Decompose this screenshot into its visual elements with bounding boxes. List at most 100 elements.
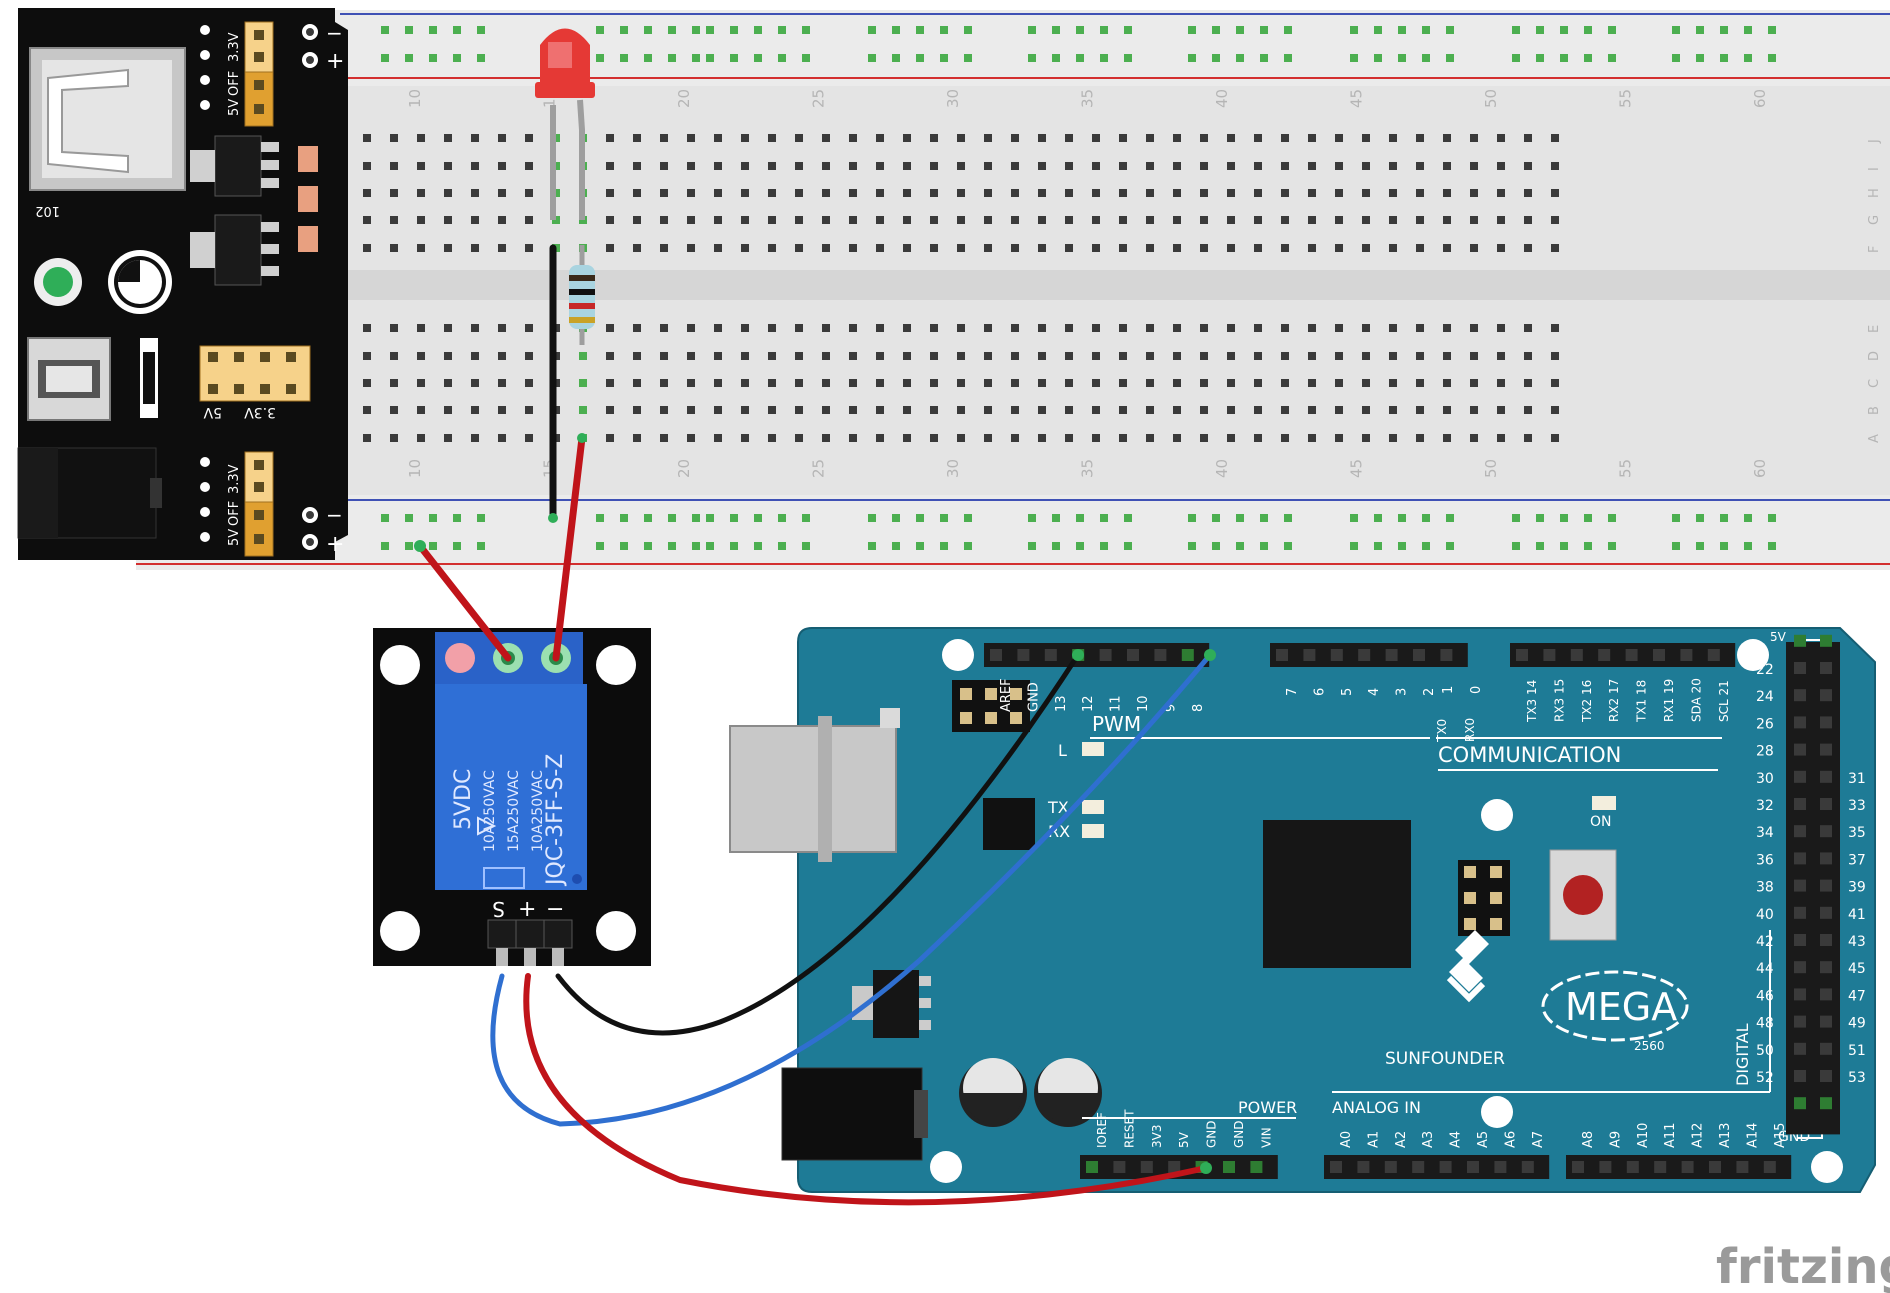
header-pin[interactable] — [1494, 1161, 1507, 1173]
breadboard-hole[interactable] — [930, 134, 938, 142]
rail-hole[interactable] — [1560, 542, 1568, 550]
rail-hole[interactable] — [1744, 54, 1752, 62]
breadboard-hole[interactable] — [1173, 162, 1181, 170]
breadboard-hole[interactable] — [1200, 244, 1208, 252]
breadboard-hole[interactable] — [606, 162, 614, 170]
breadboard-hole[interactable] — [1065, 406, 1073, 414]
breadboard-hole[interactable] — [1308, 379, 1316, 387]
breadboard-hole[interactable] — [1011, 189, 1019, 197]
breadboard-hole[interactable] — [1119, 244, 1127, 252]
breadboard-hole[interactable] — [1335, 189, 1343, 197]
breadboard-hole[interactable] — [1362, 379, 1370, 387]
breadboard-hole[interactable] — [1416, 244, 1424, 252]
rail-hole[interactable] — [1236, 542, 1244, 550]
breadboard-hole[interactable] — [1065, 134, 1073, 142]
rail-hole[interactable] — [668, 542, 676, 550]
rail-hole[interactable] — [1124, 26, 1132, 34]
header-pin[interactable] — [1154, 649, 1167, 661]
header-pin[interactable] — [1017, 649, 1030, 661]
rail-hole[interactable] — [692, 26, 700, 34]
breadboard-hole[interactable] — [1497, 324, 1505, 332]
breadboard-hole[interactable] — [1227, 134, 1235, 142]
breadboard-hole[interactable] — [957, 379, 965, 387]
rail-hole[interactable] — [1584, 542, 1592, 550]
breadboard-hole[interactable] — [1389, 244, 1397, 252]
breadboard-hole[interactable] — [1146, 352, 1154, 360]
breadboard-hole[interactable] — [1416, 189, 1424, 197]
rail-hole[interactable] — [1188, 542, 1196, 550]
breadboard-hole[interactable] — [930, 352, 938, 360]
rail-hole[interactable] — [429, 542, 437, 550]
breadboard-hole[interactable] — [390, 216, 398, 224]
breadboard-hole[interactable] — [741, 434, 749, 442]
breadboard-hole[interactable] — [1281, 324, 1289, 332]
breadboard-hole[interactable] — [471, 379, 479, 387]
breadboard-hole[interactable] — [660, 406, 668, 414]
header-pin[interactable] — [1681, 1161, 1694, 1173]
breadboard-hole[interactable] — [1551, 406, 1559, 414]
breadboard-hole[interactable] — [1227, 352, 1235, 360]
breadboard-hole[interactable] — [525, 324, 533, 332]
breadboard-hole[interactable] — [444, 324, 452, 332]
rail-hole[interactable] — [453, 26, 461, 34]
rail-hole[interactable] — [1284, 26, 1292, 34]
rail-hole[interactable] — [1608, 54, 1616, 62]
rail-hole[interactable] — [1028, 26, 1036, 34]
rail-hole[interactable] — [1512, 54, 1520, 62]
breadboard-hole[interactable] — [1011, 379, 1019, 387]
header-pin[interactable] — [1820, 634, 1832, 647]
rail-hole[interactable] — [1584, 514, 1592, 522]
breadboard-hole[interactable] — [444, 189, 452, 197]
breadboard-hole[interactable] — [1308, 434, 1316, 442]
breadboard-hole[interactable] — [1470, 352, 1478, 360]
breadboard-hole[interactable] — [1551, 244, 1559, 252]
header-pin[interactable] — [1330, 1161, 1342, 1173]
rail-hole[interactable] — [1768, 542, 1776, 550]
breadboard-hole[interactable] — [417, 352, 425, 360]
breadboard-hole[interactable] — [903, 216, 911, 224]
breadboard-hole[interactable] — [1254, 134, 1262, 142]
breadboard-hole[interactable] — [471, 406, 479, 414]
rail-hole[interactable] — [620, 514, 628, 522]
breadboard-hole[interactable] — [714, 189, 722, 197]
breadboard-hole[interactable] — [957, 324, 965, 332]
header-pin[interactable] — [1707, 649, 1720, 661]
breadboard-hole[interactable] — [1335, 406, 1343, 414]
breadboard-hole[interactable] — [714, 216, 722, 224]
breadboard-hole[interactable] — [660, 379, 668, 387]
breadboard-hole[interactable] — [1011, 406, 1019, 414]
breadboard-hole[interactable] — [471, 189, 479, 197]
breadboard-hole[interactable] — [714, 134, 722, 142]
breadboard-hole[interactable] — [1065, 434, 1073, 442]
breadboard-hole[interactable] — [795, 434, 803, 442]
breadboard-hole[interactable] — [903, 379, 911, 387]
breadboard-hole[interactable] — [849, 244, 857, 252]
breadboard-hole[interactable] — [498, 379, 506, 387]
breadboard-hole[interactable] — [795, 216, 803, 224]
breadboard-hole[interactable] — [930, 216, 938, 224]
breadboard-hole[interactable] — [1092, 434, 1100, 442]
header-pin[interactable] — [1820, 716, 1832, 729]
breadboard-hole[interactable] — [822, 434, 830, 442]
rail-hole[interactable] — [1608, 514, 1616, 522]
breadboard-hole[interactable] — [741, 134, 749, 142]
rail-hole[interactable] — [381, 26, 389, 34]
header-pin[interactable] — [1820, 879, 1832, 892]
breadboard-hole[interactable] — [1470, 189, 1478, 197]
rail-hole[interactable] — [1124, 542, 1132, 550]
header-pin[interactable] — [1820, 770, 1832, 783]
rail-hole[interactable] — [1076, 514, 1084, 522]
breadboard-hole[interactable] — [1335, 244, 1343, 252]
rail-hole[interactable] — [1422, 542, 1430, 550]
breadboard-hole[interactable] — [1551, 134, 1559, 142]
breadboard-hole[interactable] — [1119, 189, 1127, 197]
breadboard-hole[interactable] — [822, 352, 830, 360]
breadboard-hole[interactable] — [1416, 406, 1424, 414]
breadboard-hole[interactable] — [1470, 406, 1478, 414]
rail-hole[interactable] — [1236, 26, 1244, 34]
breadboard-hole[interactable] — [876, 434, 884, 442]
header-pin[interactable] — [1276, 649, 1288, 661]
breadboard-hole[interactable] — [498, 216, 506, 224]
rail-hole[interactable] — [1284, 54, 1292, 62]
breadboard-hole[interactable] — [876, 216, 884, 224]
